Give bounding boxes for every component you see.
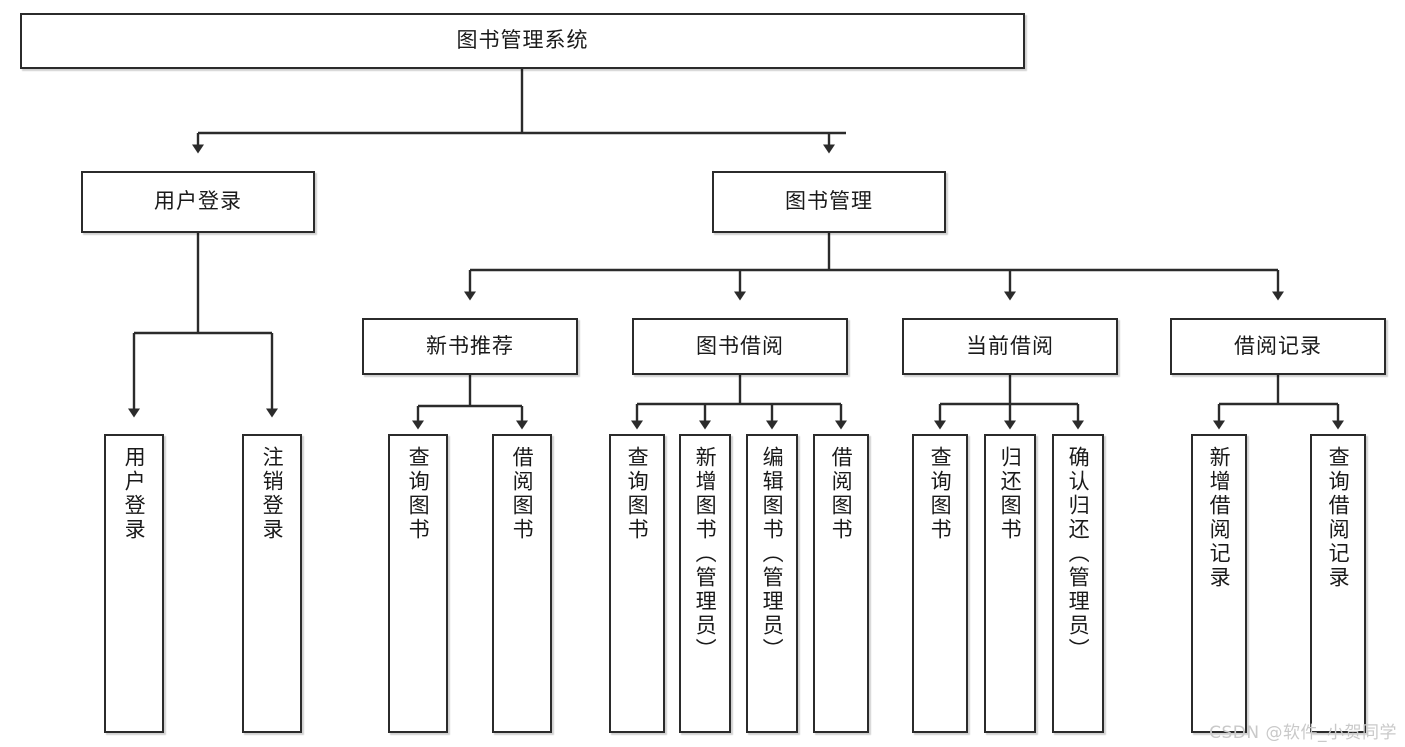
node-leaf-query-book-2-label: 查询图书	[625, 446, 650, 542]
node-leaf-query-book-3[interactable]: 查询图书	[912, 434, 968, 733]
node-leaf-query-book-2[interactable]: 查询图书	[609, 434, 665, 733]
node-leaf-add-borrow-record-label: 新增借阅记录	[1207, 446, 1232, 590]
node-leaf-return-book-label: 归还图书	[998, 446, 1023, 542]
node-leaf-confirm-return-label: 确认归还（管理员）	[1066, 446, 1091, 662]
node-leaf-return-book[interactable]: 归还图书	[984, 434, 1036, 733]
node-book-borrow[interactable]: 图书借阅	[632, 318, 848, 375]
node-leaf-borrow-book-2-label: 借阅图书	[829, 446, 854, 542]
node-leaf-logout-login[interactable]: 注销登录	[242, 434, 302, 733]
node-leaf-edit-book-label: 编辑图书（管理员）	[760, 446, 785, 662]
node-leaf-edit-book[interactable]: 编辑图书（管理员）	[746, 434, 798, 733]
node-leaf-borrow-book-2[interactable]: 借阅图书	[813, 434, 869, 733]
csdn-watermark: CSDN @软件_小贺同学	[1209, 723, 1397, 743]
node-leaf-query-borrow-record[interactable]: 查询借阅记录	[1310, 434, 1366, 733]
node-root-label: 图书管理系统	[456, 28, 589, 53]
node-current-borrow-label: 当前借阅	[966, 333, 1054, 358]
node-leaf-query-borrow-record-label: 查询借阅记录	[1326, 446, 1351, 590]
node-leaf-add-book-label: 新增图书（管理员）	[693, 446, 718, 662]
node-leaf-logout-login-label: 注销登录	[260, 446, 285, 542]
node-user-login[interactable]: 用户登录	[81, 171, 315, 233]
node-new-book-recommend[interactable]: 新书推荐	[362, 318, 578, 375]
node-leaf-add-book[interactable]: 新增图书（管理员）	[679, 434, 731, 733]
node-leaf-borrow-book-1[interactable]: 借阅图书	[492, 434, 552, 733]
node-leaf-query-book-1[interactable]: 查询图书	[388, 434, 448, 733]
node-leaf-query-book-3-label: 查询图书	[928, 446, 953, 542]
node-leaf-user-login[interactable]: 用户登录	[104, 434, 164, 733]
node-user-login-label: 用户登录	[154, 189, 242, 214]
node-leaf-add-borrow-record[interactable]: 新增借阅记录	[1191, 434, 1247, 733]
node-book-manage-label: 图书管理	[785, 189, 873, 214]
node-root[interactable]: 图书管理系统	[20, 13, 1025, 69]
node-current-borrow[interactable]: 当前借阅	[902, 318, 1118, 375]
node-new-book-recommend-label: 新书推荐	[426, 333, 514, 358]
node-leaf-query-book-1-label: 查询图书	[406, 446, 431, 542]
node-book-borrow-label: 图书借阅	[696, 333, 784, 358]
node-borrow-record-label: 借阅记录	[1234, 333, 1322, 358]
node-leaf-borrow-book-1-label: 借阅图书	[510, 446, 535, 542]
node-leaf-user-login-label: 用户登录	[122, 446, 147, 542]
node-borrow-record[interactable]: 借阅记录	[1170, 318, 1386, 375]
node-book-manage[interactable]: 图书管理	[712, 171, 946, 233]
node-leaf-confirm-return[interactable]: 确认归还（管理员）	[1052, 434, 1104, 733]
